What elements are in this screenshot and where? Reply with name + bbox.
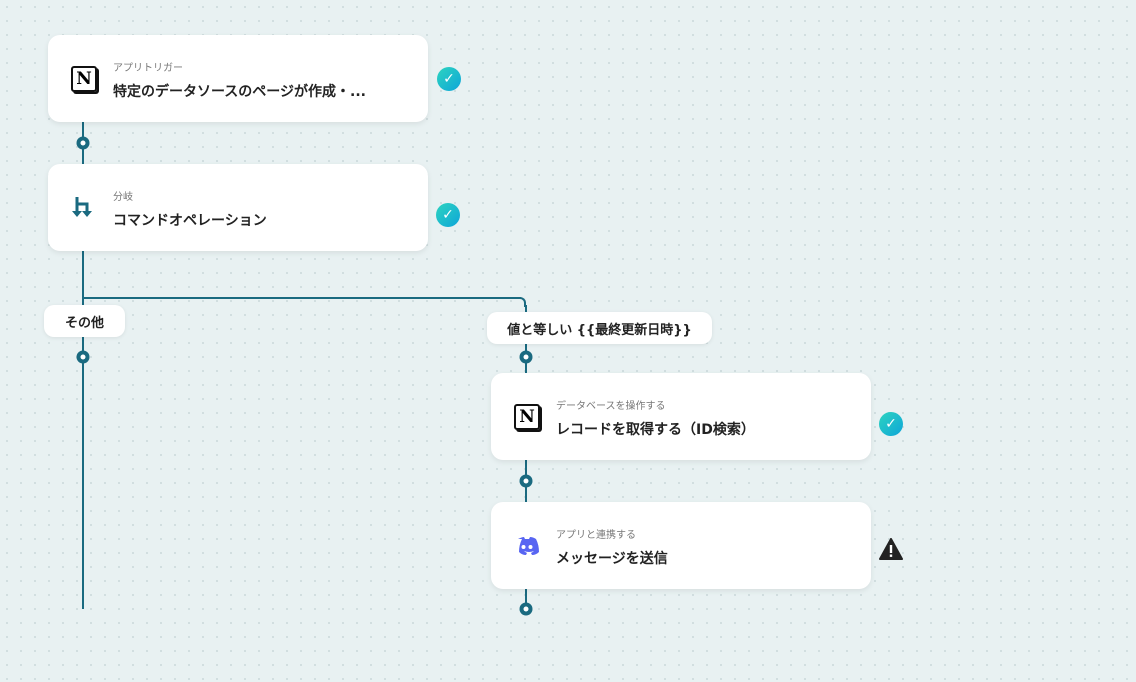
branch-line (82, 297, 521, 299)
step-type: アプリトリガー (113, 63, 183, 74)
add-step-button[interactable] (519, 474, 533, 488)
discord-icon (511, 530, 543, 562)
step-type: アプリと連携する (556, 530, 636, 541)
step-title: 特定のデータソースのページが作成・... (113, 84, 366, 100)
branch-icon (68, 192, 100, 224)
step-card-trigger[interactable]: N アプリトリガー 特定のデータソースのページが作成・... (48, 35, 428, 122)
add-step-button[interactable] (76, 350, 90, 364)
check-icon: ✓ (437, 67, 461, 91)
branch-label-condition[interactable]: 値と等しい {{最終更新日時}} (487, 312, 712, 344)
step-type: データベースを操作する (556, 401, 666, 412)
step-card-branch[interactable]: 分岐 コマンドオペレーション (48, 164, 428, 251)
check-icon: ✓ (879, 412, 903, 436)
warning-icon (879, 538, 903, 564)
step-title: メッセージを送信 (556, 551, 668, 567)
branch-label-other[interactable]: その他 (44, 305, 125, 337)
notion-icon: N (68, 63, 100, 95)
step-title: レコードを取得する（ID検索） (556, 422, 755, 438)
add-step-button[interactable] (519, 350, 533, 364)
step-card-send-message[interactable]: アプリと連携する メッセージを送信 (491, 502, 871, 589)
connector-line (82, 122, 84, 609)
add-step-button[interactable] (76, 136, 90, 150)
add-step-button[interactable] (519, 602, 533, 616)
check-icon: ✓ (436, 203, 460, 227)
notion-icon: N (511, 401, 543, 433)
step-title: コマンドオペレーション (113, 213, 267, 229)
step-card-get-record[interactable]: N データベースを操作する レコードを取得する（ID検索） (491, 373, 871, 460)
step-type: 分岐 (113, 192, 133, 203)
branch-corner (516, 297, 526, 307)
